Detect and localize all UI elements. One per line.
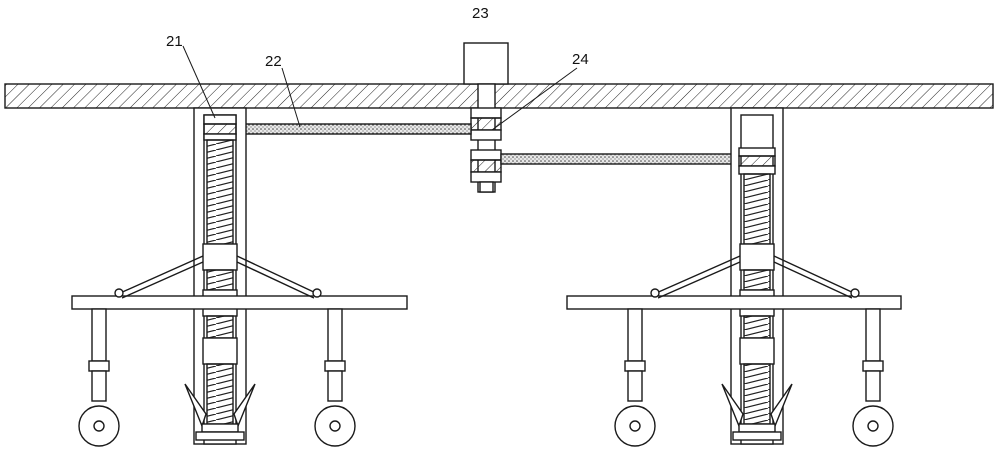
right-platform: [566, 255, 902, 447]
label-23: 23: [472, 5, 489, 22]
label-22: 22: [265, 53, 282, 70]
central-shaft: [470, 83, 502, 193]
leader-22: [281, 67, 301, 128]
motor-23: [463, 42, 509, 85]
left-platform: [71, 255, 408, 447]
top-beam: [4, 83, 994, 109]
label-21: 21: [166, 33, 183, 50]
belt-right: [500, 153, 734, 165]
leader-24: [491, 67, 578, 131]
leader-21: [182, 45, 216, 119]
label-24: 24: [572, 51, 589, 68]
belt-22: [236, 123, 472, 135]
left-column: [184, 107, 256, 445]
right-column: [721, 107, 793, 445]
